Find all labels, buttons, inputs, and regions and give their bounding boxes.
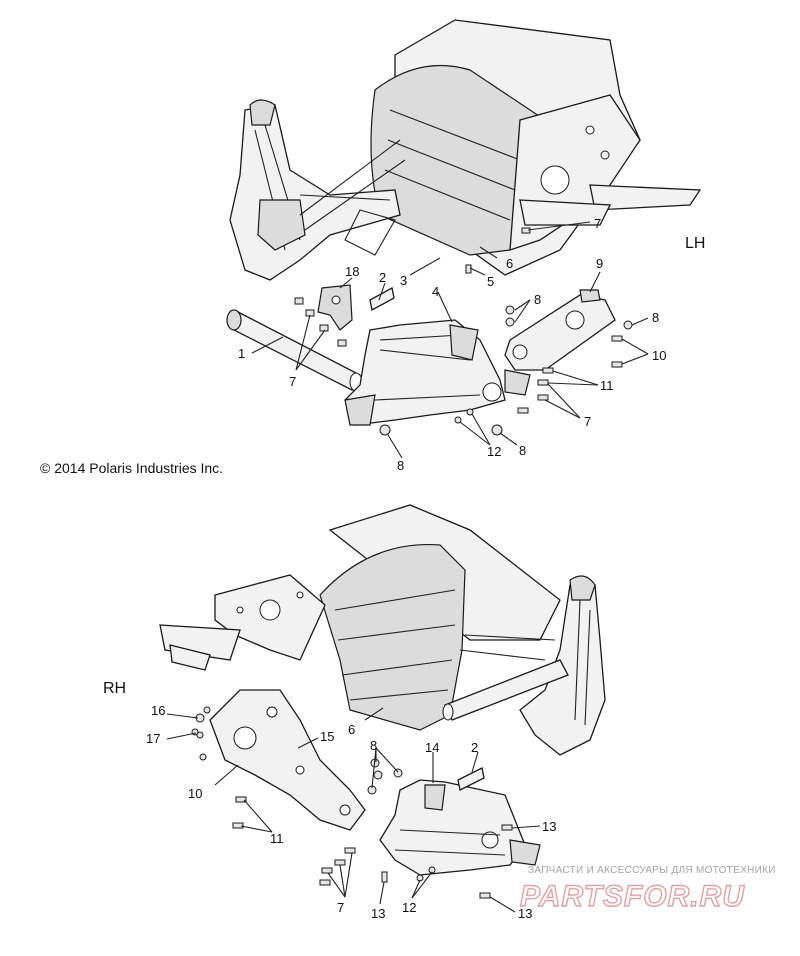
watermark-brand: PARTSFOR.RU: [520, 880, 745, 913]
callout-top-2: 2: [379, 270, 386, 285]
callout-top-1: 1: [238, 346, 245, 361]
part-18-bracket: [317, 284, 353, 331]
callouts-top: 1 2 3 4 5 6 7 7 7 8 8 8 8 8 9 10 11 12 1…: [238, 216, 666, 473]
callout-top-8d: 8: [519, 443, 526, 458]
callout-top-10: 10: [652, 348, 666, 363]
callout-top-8c: 8: [397, 458, 404, 473]
callout-bottom-6: 6: [348, 722, 355, 737]
part-15-bracket: [209, 689, 366, 831]
side-label-rh: RH: [103, 680, 126, 697]
callout-top-11: 11: [600, 378, 614, 393]
callout-top-9: 9: [596, 256, 603, 271]
callout-top-18: 18: [345, 264, 359, 279]
callout-top-8b: 8: [652, 310, 659, 325]
part-1-tube: [226, 309, 363, 392]
callout-bottom-13a: 13: [542, 819, 556, 834]
bulkhead-body-bottom: [319, 543, 466, 731]
callout-top-6: 6: [506, 256, 513, 271]
callout-top-3: 3: [400, 273, 407, 288]
fasteners-bottom: [191, 706, 513, 899]
watermark: ЗАПЧАСТИ И АКСЕССУАРЫ ДЛЯ МОТОТЕХНИКИ PA…: [519, 865, 776, 914]
leaders-top: [251, 221, 649, 459]
callout-top-7b: 7: [594, 216, 601, 231]
lh-view: 1 2 3 4 5 6 7 7 7 8 8 8 8 8 9 10 11 12 1…: [226, 19, 705, 473]
side-label-lh: LH: [685, 235, 705, 252]
callout-bottom-12: 12: [402, 900, 416, 915]
callout-bottom-14: 14: [425, 740, 439, 755]
callout-top-12: 12: [487, 444, 501, 459]
callout-bottom-17: 17: [146, 731, 160, 746]
callout-bottom-13b: 13: [371, 906, 385, 921]
callout-bottom-2: 2: [471, 740, 478, 755]
callout-bottom-10: 10: [188, 786, 202, 801]
part-2-plate-bottom: [457, 767, 485, 791]
fasteners-top: [294, 227, 633, 436]
callout-bottom-15: 15: [320, 729, 334, 744]
callout-bottom-13c: 13: [518, 906, 532, 921]
rh-view: 2 6 7 8 10 11 12 13 13 13 14 15 16 17 RH: [103, 504, 606, 921]
callout-top-7c: 7: [584, 414, 591, 429]
leaders-bottom: [166, 707, 541, 913]
callout-top-4: 4: [432, 284, 439, 299]
part-2-plate: [369, 287, 395, 311]
callout-bottom-8: 8: [370, 738, 377, 753]
callouts-bottom: 2 6 7 8 10 11 12 13 13 13 14 15 16 17: [146, 703, 556, 921]
watermark-tagline: ЗАПЧАСТИ И АКСЕССУАРЫ ДЛЯ МОТОТЕХНИКИ: [528, 865, 776, 876]
callout-bottom-16: 16: [151, 703, 165, 718]
callout-top-7a: 7: [289, 374, 296, 389]
callout-top-8a: 8: [534, 292, 541, 307]
callout-top-5: 5: [487, 274, 494, 289]
callout-bottom-11: 11: [270, 831, 284, 846]
copyright-notice: © 2014 Polaris Industries Inc.: [40, 460, 223, 476]
callout-bottom-7: 7: [337, 900, 344, 915]
